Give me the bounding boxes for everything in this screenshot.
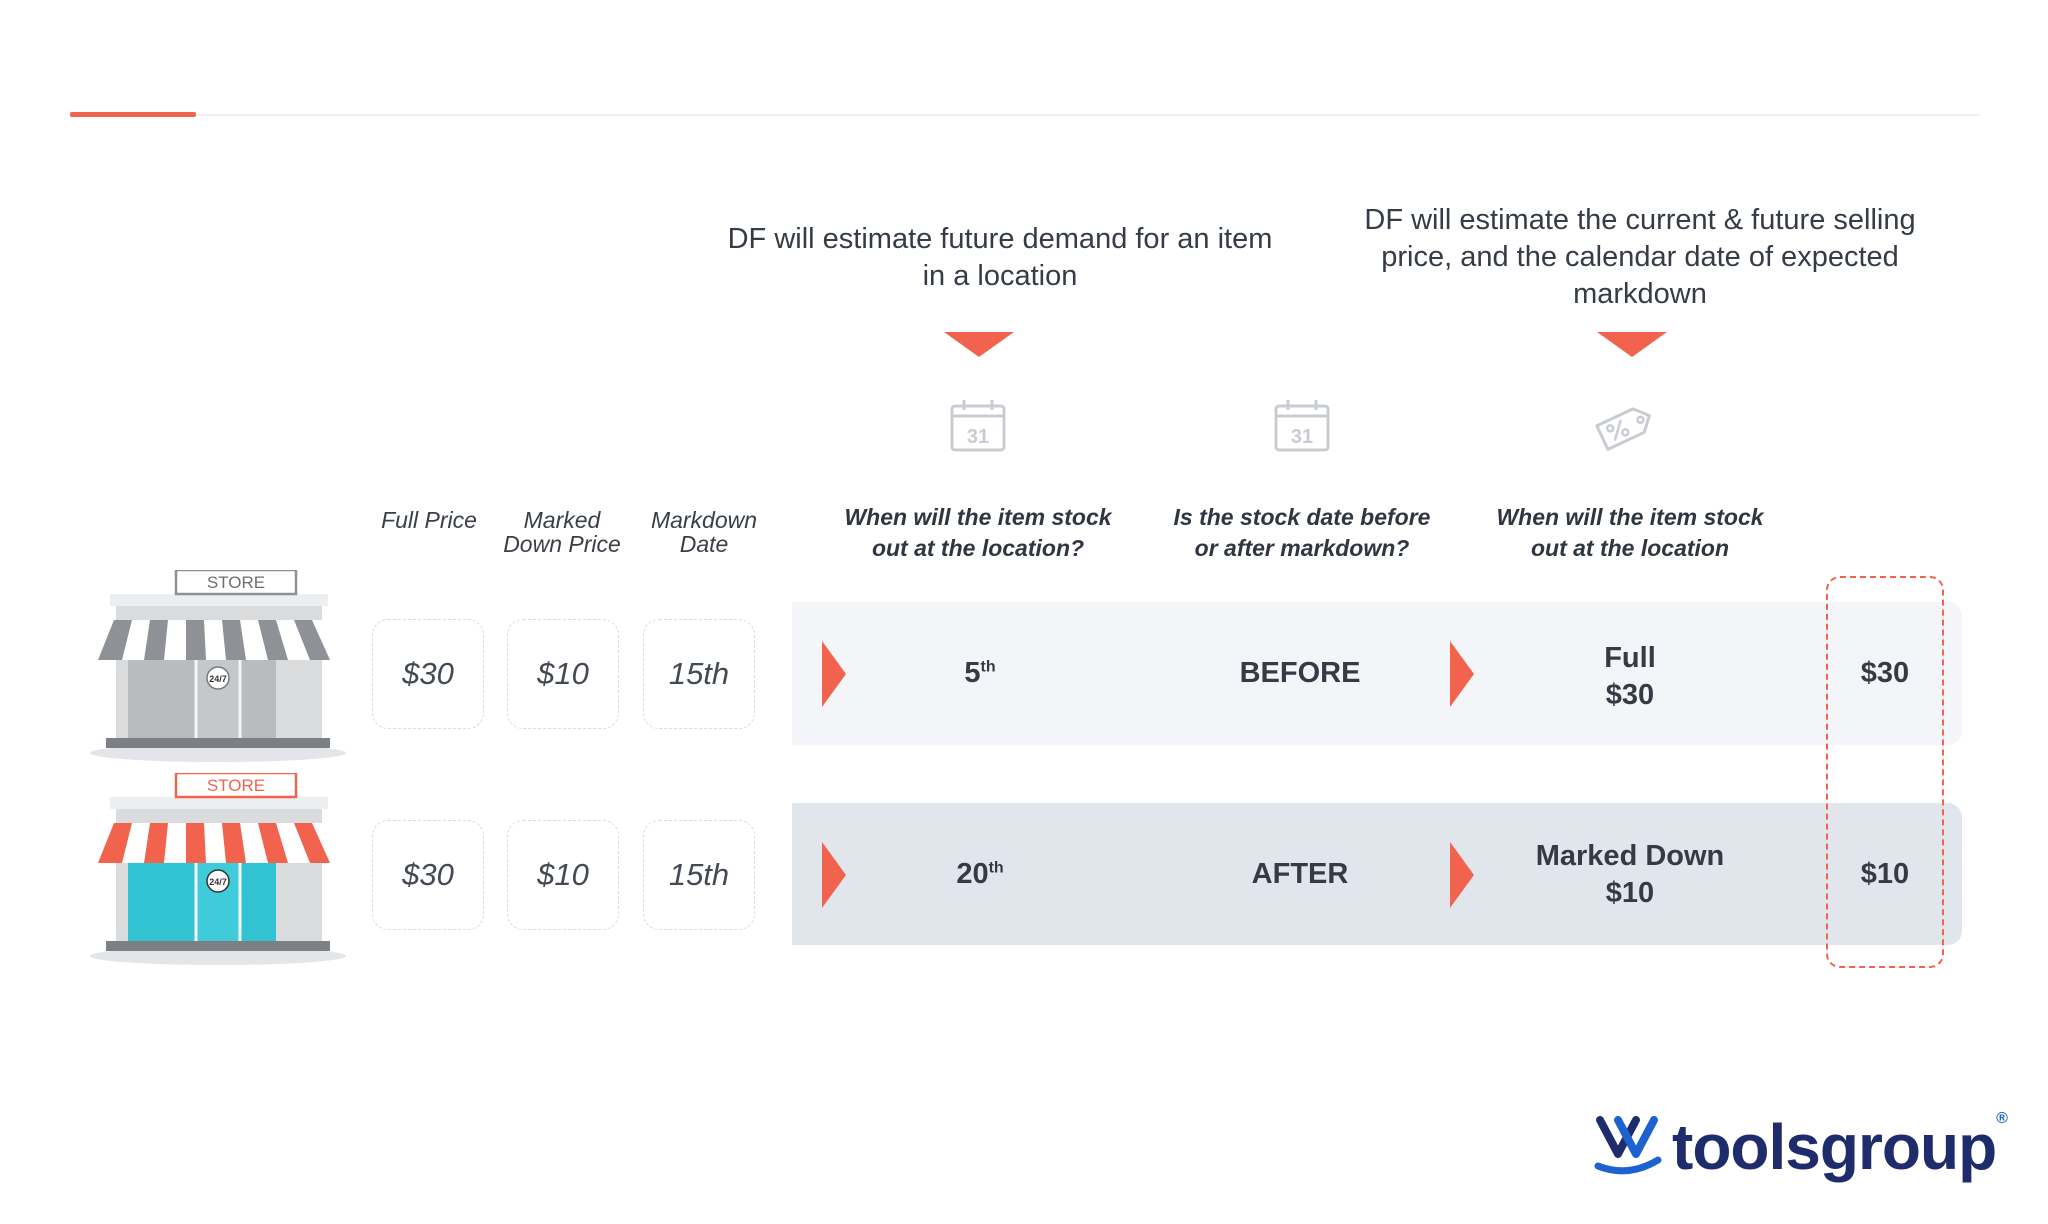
price-callout: DF will estimate the current & future se… <box>1364 204 1916 310</box>
logo-wordmark: toolsgroup® <box>1672 1110 2008 1183</box>
svg-text:24/7: 24/7 <box>209 877 227 887</box>
calendar-icon: 31 <box>1274 400 1330 452</box>
price-state: Marked Down <box>1535 840 1725 872</box>
markdown-date-value: 15th <box>643 820 755 930</box>
markdown-date-header: Markdown Date <box>650 507 758 557</box>
scenario-row-after <box>792 803 1962 945</box>
svg-text:31: 31 <box>967 426 989 448</box>
result-price: $30 <box>1860 657 1910 689</box>
row-pointer-icon <box>822 842 846 908</box>
svg-text:STORE: STORE <box>207 776 265 795</box>
price-value: $10 <box>1605 877 1655 909</box>
price-state: Full <box>1604 642 1656 674</box>
markdown-date-value: 15th <box>643 619 755 729</box>
price-value: $30 <box>1605 679 1655 711</box>
result-price: $10 <box>1860 858 1910 890</box>
scenario-row-before <box>792 602 1962 745</box>
svg-text:31: 31 <box>1291 426 1313 448</box>
header-divider <box>70 114 1980 116</box>
row-pointer-icon <box>1450 842 1474 908</box>
store-colored-icon: 24/7 STORE <box>90 773 346 965</box>
full-price-header: Full Price <box>381 507 477 533</box>
svg-text:24/7: 24/7 <box>209 674 227 684</box>
row-pointer-icon <box>1450 641 1474 707</box>
marked-down-price-value: $10 <box>507 820 619 930</box>
row-pointer-icon <box>822 641 846 707</box>
full-price-value: $30 <box>372 820 484 930</box>
price-tag-icon <box>1595 407 1651 451</box>
timing-question-header: Is the stock date before or after markdo… <box>1173 504 1431 561</box>
marked-down-price-value: $10 <box>507 619 619 729</box>
marked-down-price-header: Marked Down Price <box>503 507 621 557</box>
stockout-date: 20th <box>956 858 1004 890</box>
calendar-icon: 31 <box>950 400 1006 452</box>
demand-callout: DF will estimate future demand for an it… <box>727 223 1273 292</box>
timing-label: BEFORE <box>1239 657 1361 689</box>
expected-price: Marked Down $10 <box>1490 838 1770 912</box>
svg-text:STORE: STORE <box>207 573 265 592</box>
store-grey-icon: 24/7 STORE <box>90 570 346 762</box>
stockout-question-header: When will the item stock out at the loca… <box>844 504 1112 561</box>
expected-price: Full $30 <box>1520 640 1740 714</box>
header-accent-bar <box>70 112 196 117</box>
stockout-date: 5th <box>964 657 996 689</box>
result-highlight-box <box>1826 576 1944 968</box>
demand-arrow-icon <box>944 332 1014 357</box>
price-arrow-icon <box>1597 332 1667 357</box>
logo-mark-icon <box>1594 1116 1662 1175</box>
full-price-value: $30 <box>372 619 484 729</box>
price-question-header: When will the item stock out at the loca… <box>1496 504 1764 561</box>
toolsgroup-logo: toolsgroup® <box>1594 1110 2008 1183</box>
timing-label: AFTER <box>1251 858 1349 890</box>
